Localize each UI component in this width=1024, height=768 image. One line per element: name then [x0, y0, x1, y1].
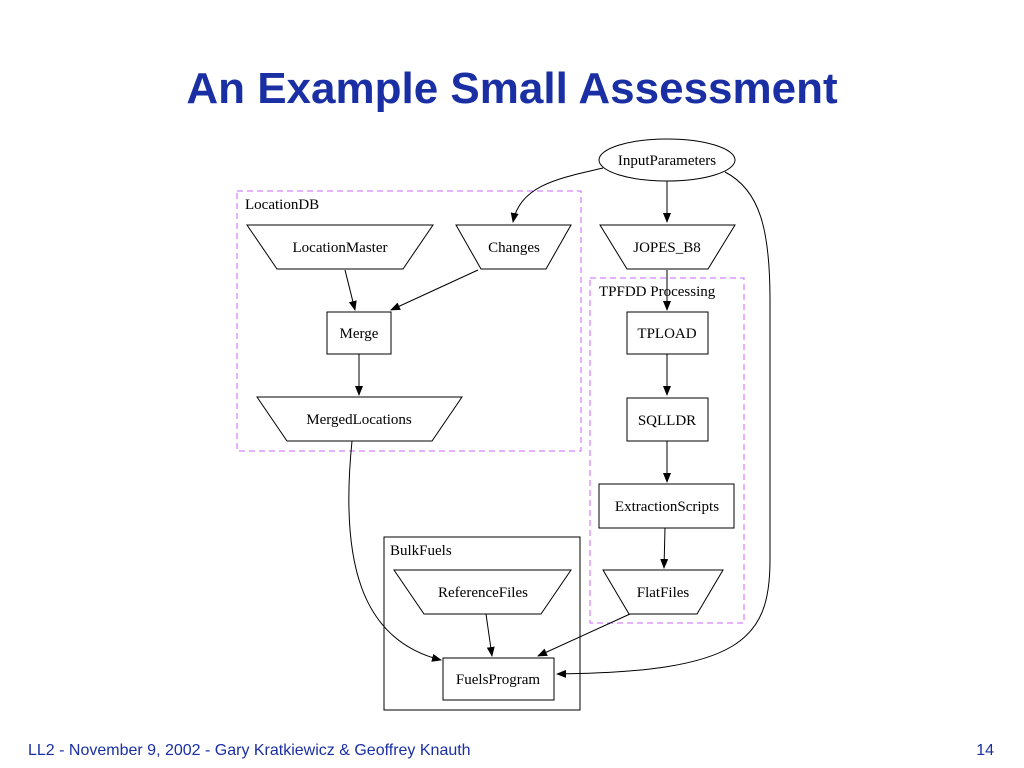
edge-changes-to-merge: [390, 269, 479, 311]
node-label-changes: Changes: [488, 240, 540, 256]
cluster-label-bulk-fuels: BulkFuels: [390, 543, 452, 559]
node-flat-files: FlatFiles: [602, 569, 724, 615]
node-label-input-parameters: InputParameters: [618, 153, 716, 169]
node-fuels-program: FuelsProgram: [442, 657, 555, 701]
edge-extraction-to-flatfiles: [660, 527, 669, 569]
node-label-tpload: TPLOAD: [637, 326, 696, 342]
node-label-fuels-program: FuelsProgram: [456, 672, 540, 688]
node-extraction-scripts: ExtractionScripts: [598, 483, 735, 529]
node-label-jopes-b8: JOPES_B8: [633, 240, 701, 256]
node-merge: Merge: [326, 311, 392, 355]
cluster-tpfdd-processing: TPFDD Processing: [589, 277, 745, 624]
edge-referencefiles-to-fuelsprogram: [485, 613, 495, 657]
node-label-location-master: LocationMaster: [293, 240, 388, 256]
node-merged-locations: MergedLocations: [256, 396, 463, 442]
node-input-parameters: InputParameters: [598, 138, 736, 182]
node-label-merged-locations: MergedLocations: [306, 412, 412, 428]
slide-title: An Example Small Assessment: [186, 64, 838, 113]
node-label-merge: Merge: [340, 326, 379, 342]
node-label-reference-files: ReferenceFiles: [438, 585, 528, 601]
edge-locationmaster-to-merge: [344, 269, 357, 311]
node-label-extraction-scripts: ExtractionScripts: [615, 499, 719, 515]
node-location-master: LocationMaster: [246, 224, 434, 270]
node-changes: Changes: [455, 224, 572, 270]
node-label-sqlldr: SQLLDR: [638, 413, 696, 429]
cluster-bulk-fuels: BulkFuels: [383, 536, 581, 711]
edge-input-to-fuelsprogram: [556, 171, 771, 678]
page-number: 14: [976, 742, 994, 759]
footer-credits: LL2 - November 9, 2002 - Gary Kratkiewic…: [28, 742, 471, 759]
node-sqlldr: SQLLDR: [626, 397, 709, 442]
node-jopes-b8: JOPES_B8: [599, 224, 736, 270]
node-tpload: TPLOAD: [626, 311, 709, 355]
node-reference-files: ReferenceFiles: [393, 569, 572, 615]
edge-input-to-changes: [510, 167, 604, 223]
node-label-flat-files: FlatFiles: [637, 585, 690, 601]
cluster-label-tpfdd: TPFDD Processing: [599, 284, 716, 300]
edge-flatfiles-to-fuelsprogram: [537, 613, 631, 657]
cluster-location-db: LocationDB: [236, 190, 582, 452]
cluster-label-location-db: LocationDB: [245, 197, 319, 213]
edge-mergedlocations-to-fuelsprogram: [348, 440, 442, 662]
